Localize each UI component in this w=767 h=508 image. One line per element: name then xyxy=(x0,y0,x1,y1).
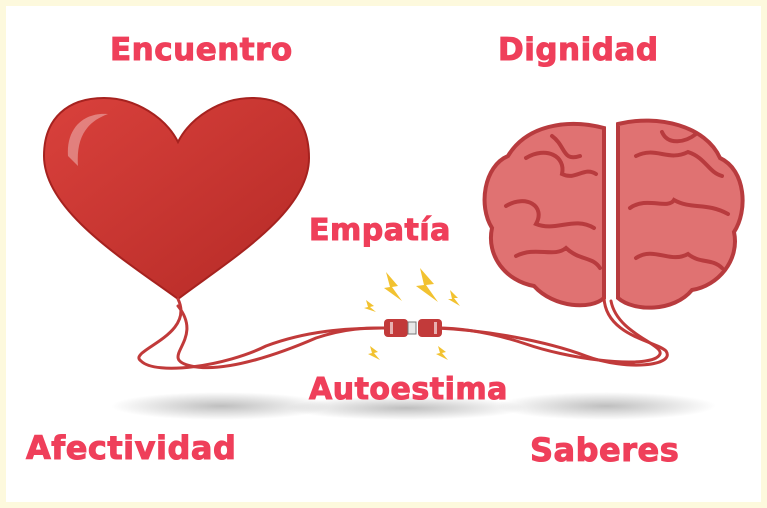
label-autoestima: Autoestima xyxy=(309,372,508,408)
illustration xyxy=(42,96,745,420)
heart-shadow xyxy=(111,392,331,420)
label-empatia: Empatía xyxy=(309,213,451,249)
label-encuentro: Encuentro xyxy=(110,32,293,69)
infographic-canvas: Encuentro Dignidad Empatía Autoestima Af… xyxy=(6,6,761,502)
label-dignidad: Dignidad xyxy=(498,32,659,69)
spark-icon xyxy=(364,268,460,360)
label-afectividad: Afectividad xyxy=(25,429,237,468)
center-shadow xyxy=(286,396,526,420)
cable xyxy=(137,296,669,370)
brain-shadow xyxy=(496,392,716,420)
plug-connector-icon xyxy=(384,319,442,337)
heart-icon xyxy=(42,96,311,301)
label-saberes: Saberes xyxy=(529,431,680,470)
brain-icon xyxy=(482,118,745,310)
